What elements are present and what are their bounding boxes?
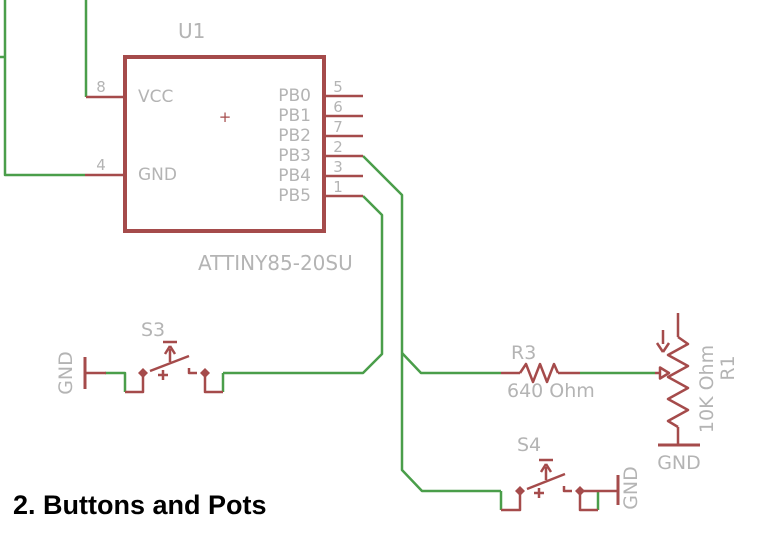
ic-pin-name-pb2: PB2 bbox=[278, 126, 311, 146]
ic-pin-name-pb4: PB4 bbox=[278, 166, 311, 186]
s3-right-contact-tick bbox=[187, 368, 197, 375]
ic-pin-num-2: 2 bbox=[333, 138, 343, 156]
r1-ref-label: R1 bbox=[717, 355, 739, 380]
pb3-to-s4-net-wire bbox=[362, 155, 501, 493]
gnd-rail-wire bbox=[3, 0, 85, 177]
switch-s4: S4 GND bbox=[501, 434, 642, 512]
s4-plus-mark bbox=[534, 488, 544, 498]
ic-pin-name-pb1: PB1 bbox=[278, 106, 311, 126]
switch-s3: S3 GND bbox=[55, 319, 223, 395]
ic-part-number-label: ATTINY85-20SU bbox=[198, 251, 353, 275]
s3-gnd-label: GND bbox=[55, 351, 77, 395]
ic-pin-name-pb3: PB3 bbox=[278, 146, 311, 166]
s4-left-pin-hook bbox=[501, 491, 522, 512]
ic-pin-num-7: 7 bbox=[333, 118, 343, 136]
r3-value-label: 640 Ohm bbox=[507, 380, 595, 402]
ic-pin-name-pb5: PB5 bbox=[278, 186, 311, 206]
r1-gnd-label: GND bbox=[657, 452, 701, 474]
s4-ref-label: S4 bbox=[517, 434, 541, 456]
r3-zigzag-body bbox=[518, 362, 560, 384]
s4-lever bbox=[526, 472, 566, 491]
r3-ref-label: R3 bbox=[511, 342, 536, 364]
s3-lever bbox=[149, 354, 190, 373]
s3-plus-mark bbox=[158, 370, 168, 380]
section-caption: 2. Buttons and Pots bbox=[13, 490, 267, 520]
resistor-r3: R3 640 Ohm bbox=[501, 342, 595, 402]
r1-value-label: 10K Ohm bbox=[696, 345, 718, 433]
s4-right-pin-hook bbox=[578, 491, 598, 512]
ic-pin-num-8: 8 bbox=[96, 78, 106, 96]
r1-adjust-arrow-icon bbox=[655, 330, 671, 353]
s4-right-contact-tick bbox=[562, 486, 572, 493]
ic-pin-num-4: 4 bbox=[96, 156, 106, 174]
ic-pin-name-gnd: GND bbox=[138, 165, 177, 185]
ic-pin-num-1: 1 bbox=[333, 178, 343, 196]
s4-gnd-label: GND bbox=[620, 466, 642, 510]
ic-pin-name-vcc: VCC bbox=[138, 87, 173, 107]
s3-left-pin-hook bbox=[125, 373, 145, 394]
s3-right-pin-hook bbox=[203, 373, 223, 394]
pb5-to-s3-net-wire bbox=[223, 195, 384, 375]
ic-attiny85: U1 ATTINY85-20SU + VCC GND 8 4 PB0 PB1 P… bbox=[85, 19, 363, 275]
ic-pin-name-pb0: PB0 bbox=[278, 86, 311, 106]
s4-actuator-arrow-icon bbox=[539, 463, 553, 480]
r1-wiper-arrow-icon bbox=[658, 366, 671, 380]
ic-pin-num-5: 5 bbox=[333, 78, 343, 96]
potentiometer-r1: 10K Ohm R1 GND bbox=[655, 313, 739, 474]
s3-left-contact-junction bbox=[138, 368, 148, 378]
net-wires bbox=[0, 0, 655, 510]
ic-pin-num-6: 6 bbox=[333, 98, 343, 116]
r1-zigzag-body bbox=[666, 335, 690, 429]
s4-left-contact-junction bbox=[515, 486, 525, 496]
ic-pin-num-3: 3 bbox=[333, 158, 343, 176]
s3-actuator-arrow-icon bbox=[163, 345, 177, 362]
ic-origin-mark: + bbox=[219, 108, 232, 126]
s3-left-net-stub-wire bbox=[105, 371, 127, 392]
pb3-to-r3-branch-wire bbox=[401, 352, 501, 375]
ic-body bbox=[123, 55, 326, 233]
ic-ref-label: U1 bbox=[178, 19, 205, 43]
s3-ref-label: S3 bbox=[141, 319, 165, 341]
